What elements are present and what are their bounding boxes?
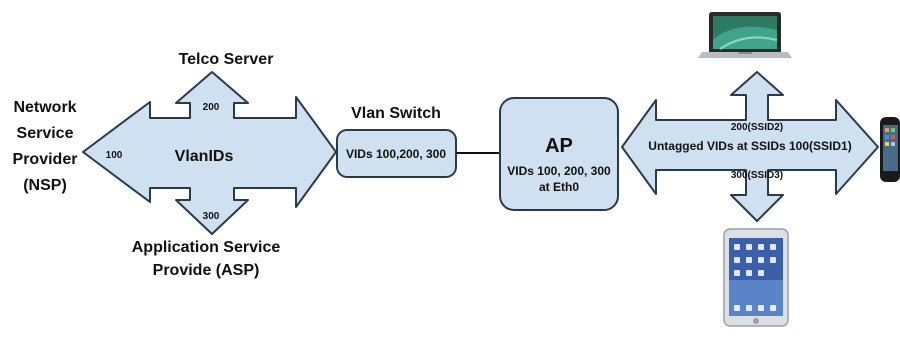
vlan-ids-label: VlanIDs [175,148,234,165]
vid-200-label: 200 [203,102,220,113]
vlan-switch-vids: VIDs 100,200, 300 [346,147,446,161]
tablet-icon [723,228,789,327]
ssid2-label: 200(SSID2) [731,122,783,133]
vid-300-label: 300 [203,211,220,222]
vlan-ids-cross-arrow [82,71,337,235]
phone-icon [880,117,900,182]
ssid-cross-arrow [621,71,879,222]
nsp-line-2: Service [17,125,74,142]
nsp-line-4: (NSP) [23,177,67,194]
vlan-switch-title: Vlan Switch [351,105,441,122]
telco-server-label: Telco Server [179,51,274,68]
nsp-label: Network Service Provider (NSP) [13,99,78,194]
ap-title: AP [545,135,573,157]
nsp-line-1: Network [13,99,76,116]
ap-box [499,97,619,211]
laptop-icon [698,12,792,58]
ssid-label: Untagged VIDs at SSIDs 100(SSID1) [648,139,851,153]
vid-100-label: 100 [106,150,123,161]
nsp-line-3: Provider [13,151,78,168]
ap-vids-line-1: VIDs 100, 200, 300 [507,164,611,178]
asp-line-2: Provide (ASP) [153,262,260,279]
ap-vids-line-2: at Eth0 [539,180,579,194]
ssid3-label: 300(SSID3) [731,170,783,181]
asp-line-1: Application Service [132,239,281,256]
asp-label: Application Service Provide (ASP) [132,239,281,279]
